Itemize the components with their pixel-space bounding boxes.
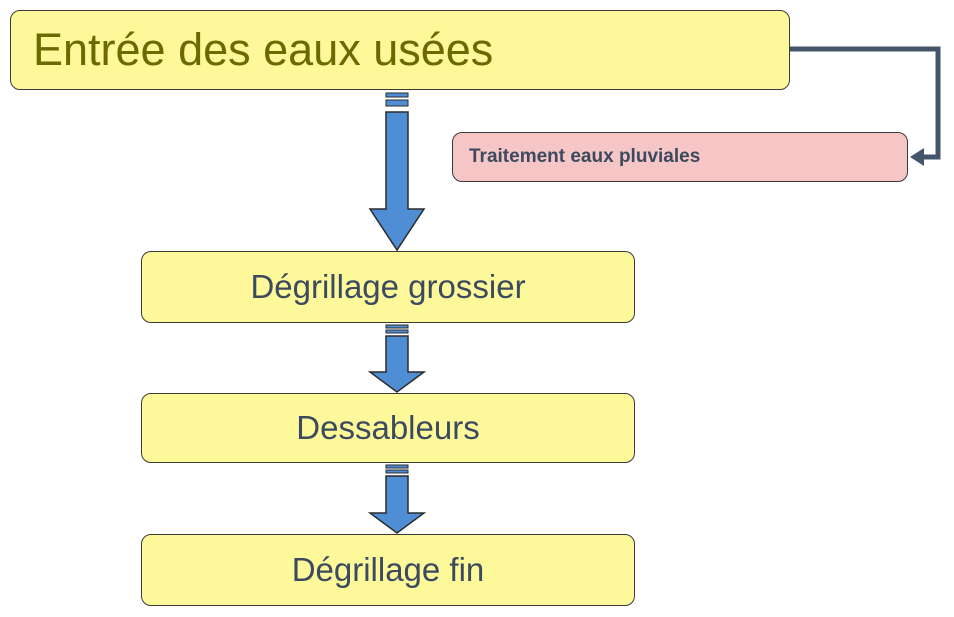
connector-entree-to-pluviales bbox=[790, 46, 941, 166]
arrow-dessableurs-to-degrillage-fin bbox=[367, 464, 427, 534]
node-dessableurs: Dessableurs bbox=[141, 393, 635, 463]
node-degrillage-fin: Dégrillage fin bbox=[141, 534, 635, 606]
node-traitement-eaux-pluviales: Traitement eaux pluviales bbox=[452, 132, 908, 182]
arrow-entree-to-degrillage-grossier bbox=[368, 92, 426, 252]
arrow-degrillage-grossier-to-dessableurs bbox=[367, 324, 427, 393]
node-entree-eaux-usees: Entrée des eaux usées bbox=[10, 10, 790, 90]
node-degrillage-grossier: Dégrillage grossier bbox=[141, 251, 635, 323]
